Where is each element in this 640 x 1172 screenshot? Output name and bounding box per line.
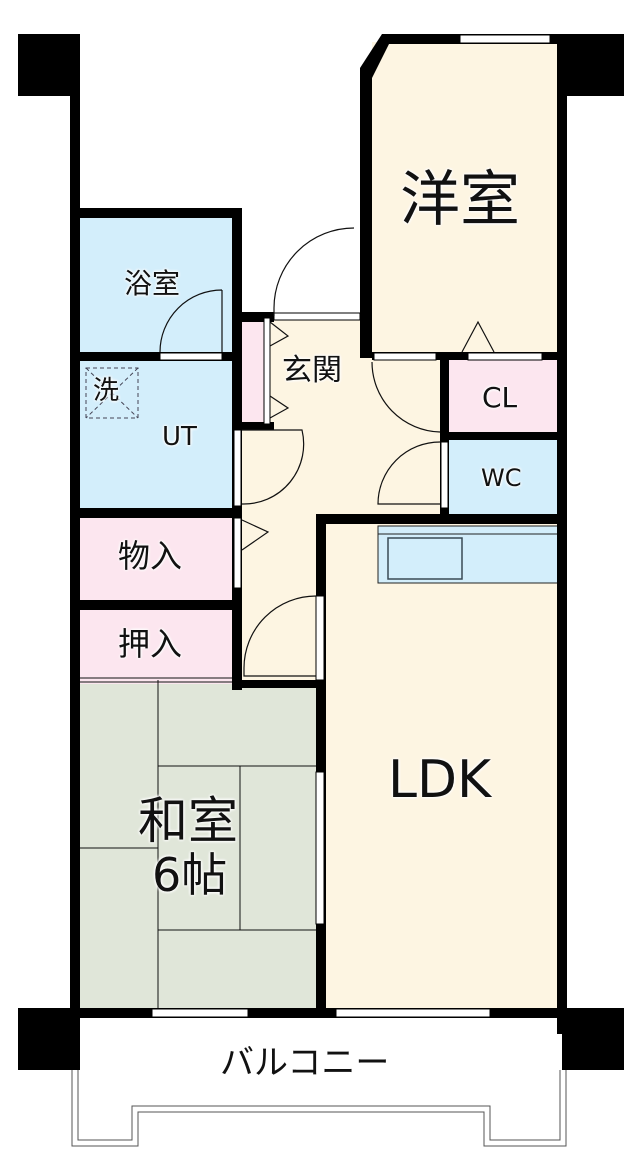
- closet-label: CL: [482, 381, 518, 414]
- walls: [18, 34, 624, 1070]
- kitchen-sink: [387, 537, 463, 580]
- balcony-label: バルコニー: [220, 1043, 390, 1083]
- bath-label: 浴室: [124, 267, 181, 300]
- door-swings: [159, 227, 495, 677]
- balcony-railing: [71, 1070, 567, 1147]
- windows: [151, 34, 551, 1018]
- japanese-room-label-line2: 6帖: [152, 848, 228, 902]
- hallway-fill: [242, 354, 448, 684]
- wc-label: WC: [481, 464, 522, 492]
- ldk-fill: [322, 516, 565, 1014]
- tatami-fill: [72, 684, 322, 1014]
- bath-fill: [72, 214, 238, 360]
- washer-label: 洗: [93, 376, 120, 406]
- oshiire-label: 押入: [118, 625, 183, 663]
- wc-fill: [448, 438, 565, 516]
- storage-fill: [72, 516, 238, 606]
- western-room-label: 洋室: [400, 165, 520, 235]
- tatami-lines: [72, 677, 322, 1010]
- storage-label: 物入: [118, 537, 183, 575]
- utility-fill: [72, 360, 238, 510]
- closet-fill: [448, 358, 565, 438]
- japanese-room-label-line1: 和室: [138, 792, 238, 850]
- ldk-label: LDK: [388, 750, 492, 810]
- western-room-fill: [372, 42, 565, 354]
- entrance-label: 玄関: [282, 353, 342, 388]
- oshiire-fill: [72, 606, 238, 684]
- washer-box: [85, 367, 139, 419]
- utility-label: UT: [162, 422, 197, 452]
